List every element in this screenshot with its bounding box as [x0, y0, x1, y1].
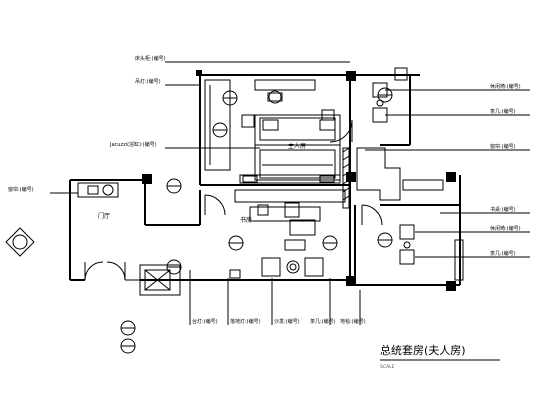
- callout-left-1: Jacuzzi(浴缸):(编号): [109, 141, 157, 148]
- callout-right-6: 茶几:(编号): [490, 250, 516, 257]
- room-label-foyer: 门厅: [98, 212, 110, 220]
- room-labels: 主人房 书房 门厅: [98, 142, 306, 224]
- callout-bottom-5: 地毯:(编号): [340, 318, 366, 325]
- callout-left-2: 窗帘:(编号): [8, 186, 34, 193]
- outer-walls: [69, 74, 461, 286]
- callout-bottom-3: 沙发:(编号): [274, 318, 300, 325]
- callout-bottom-1: 台灯:(编号): [192, 318, 218, 325]
- study-furniture: [204, 189, 346, 279]
- callout-right-5: 休闲椅:(编号): [490, 225, 521, 232]
- title-block: 总统套房(夫人房) SCALE: [380, 343, 500, 370]
- foyer-furniture: [77, 182, 181, 296]
- callout-bottom-4: 茶几:(编号): [310, 318, 336, 325]
- drawing-scale: SCALE: [380, 364, 395, 370]
- room-label-study: 书房: [240, 216, 252, 224]
- bedroom-furniture: [204, 79, 353, 209]
- room-label-bedroom: 主人房: [288, 142, 306, 150]
- section-markers: [5, 87, 393, 354]
- callout-right-3: 窗帘:(编号): [490, 143, 516, 150]
- structural-columns: [142, 70, 456, 291]
- drawing-title: 总统套房(夫人房): [380, 343, 466, 357]
- callout-bottom-2: 落地灯:(编号): [230, 318, 261, 325]
- callout-top-1: 床头柜:(编号): [135, 55, 166, 62]
- callout-right-2: 茶几:(编号): [490, 108, 516, 115]
- callout-right-4: 书桌:(编号): [490, 206, 516, 213]
- right-suite-furniture: [356, 67, 464, 281]
- callout-leaders: [50, 61, 530, 325]
- callout-top-2: 吊灯:(编号): [135, 78, 161, 85]
- callout-right-1: 休闲椅:(编号): [490, 83, 521, 90]
- callout-labels: 床头柜:(编号) 吊灯:(编号) Jacuzzi(浴缸):(编号) 窗帘:(编号…: [8, 55, 521, 325]
